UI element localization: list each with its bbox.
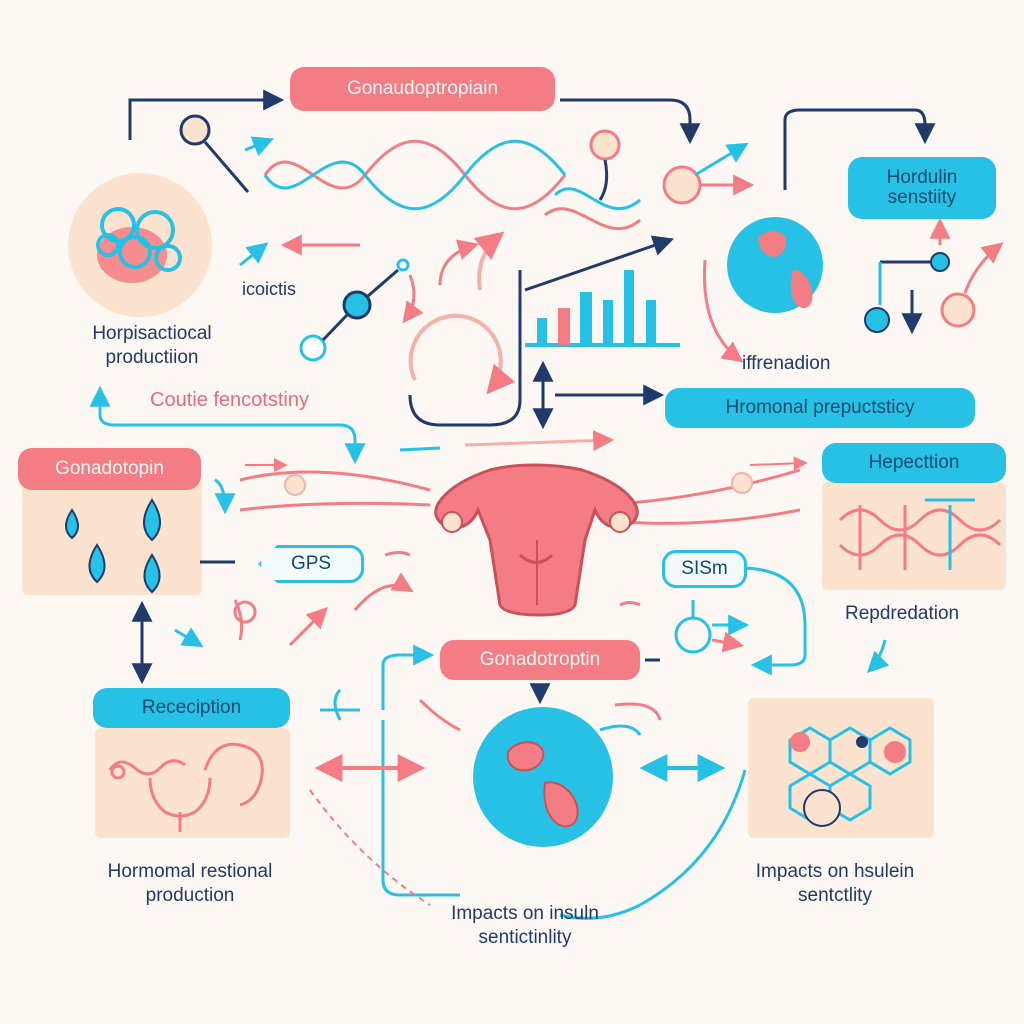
dna-wave-cyan <box>263 139 567 211</box>
top-right-connector <box>560 98 701 145</box>
top-left-connector <box>128 89 285 140</box>
ovary-blob-icon <box>96 207 182 272</box>
molecule-node-blue <box>342 290 372 320</box>
gonadotopin-pill: Gonadotopin <box>18 448 201 490</box>
cycle-arrow-icon <box>408 313 516 395</box>
receciption-pill: Receciption <box>93 688 290 728</box>
hormomal-restional-label: Hormomal restional production <box>65 860 315 908</box>
dna-wave-pink <box>263 139 567 211</box>
reception-uterus-icon <box>108 742 264 832</box>
hormone-drops-panel <box>22 480 202 595</box>
coutie-fencotstiny-label: Coutie fencotstiny <box>150 389 309 411</box>
hepection-panel <box>822 482 1006 590</box>
hormonal-line-1: Hormomal restional <box>107 861 273 882</box>
hordulin-line-2: senstiity <box>887 187 957 208</box>
sism-cell-icon <box>674 616 712 654</box>
gps-pill: GPS <box>258 545 364 583</box>
gonadotroptin-pill: Gonadotroptin <box>440 640 640 680</box>
repdredation-label: Repdredation <box>845 603 960 624</box>
hormone-drop-icon <box>65 498 161 594</box>
reception-panel <box>95 728 290 838</box>
horpisactiocal-label: Horpisactiocal productiion <box>62 322 242 370</box>
top-node-right <box>662 165 702 205</box>
hordulin-loop-connector <box>783 108 936 190</box>
hordulin-sensitivity-pill: Hordulin senstiity <box>848 157 996 219</box>
impacts-center-line-2: sentictinlity <box>478 926 572 948</box>
impacts-right-line-2: sentctlity <box>798 884 872 906</box>
impacts-insulin-right-label: Impacts on hsulein sentctlity <box>730 860 940 908</box>
impacts-right-line-1: Impacts on hsulein <box>755 861 915 882</box>
gonaudoptropiain-pill: Gonaudoptropiain <box>290 67 555 111</box>
hromonal-prepuctsticy-pill: Hromonal prepuctsticy <box>665 388 975 428</box>
impacts-center-line-1: Impacts on insuln <box>451 903 599 924</box>
cell-icon <box>473 707 613 847</box>
iffrenadion-label: iffrenadion <box>742 353 831 374</box>
hepection-pill: Hepecttion <box>822 443 1006 483</box>
icoictis-label: icoictis <box>242 279 297 299</box>
pin-head <box>179 114 211 146</box>
uterus-icon <box>239 456 808 617</box>
dna-end-node <box>589 129 621 161</box>
horpi-line-2: productiion <box>105 346 199 368</box>
sism-pill: SISm <box>662 550 747 588</box>
bar-chart-icon <box>525 270 680 347</box>
molecule-node-open <box>299 334 327 362</box>
hormonal-line-2: production <box>145 884 235 906</box>
impacts-insulin-center-label: Impacts on insuln sentictinlity <box>410 902 640 950</box>
hordulin-line-1: Hordulin <box>886 167 958 189</box>
horpi-line-1: Horpisactiocal <box>92 323 212 344</box>
